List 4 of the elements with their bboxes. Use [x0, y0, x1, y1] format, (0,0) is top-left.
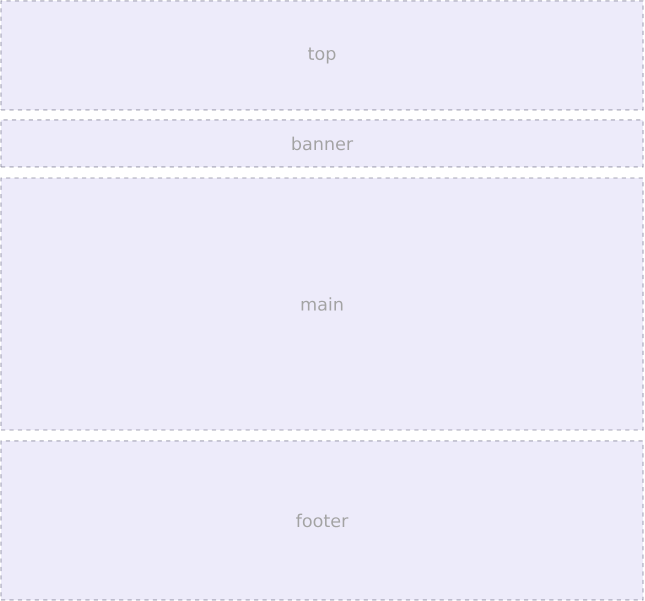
- layout-box: top: [0, 0, 644, 110]
- layout-box: footer: [0, 440, 644, 600]
- layout-box: banner: [0, 120, 644, 168]
- layout-box: main: [0, 178, 644, 430]
